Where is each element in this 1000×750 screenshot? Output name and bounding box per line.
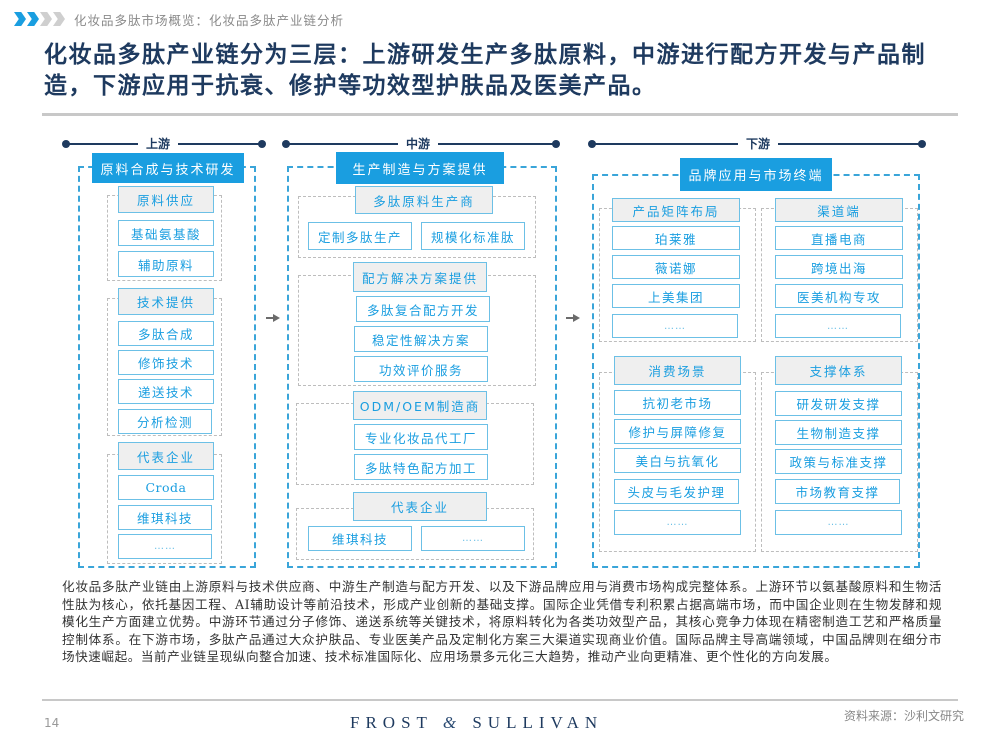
upstream-item-more: …… bbox=[118, 534, 212, 559]
midstream-group-title: 多肽原料生产商 bbox=[355, 186, 493, 214]
summary-paragraph: 化妆品多肽产业链由上游原料与技术供应商、中游生产制造与配方开发、以及下游品牌应用… bbox=[62, 579, 942, 664]
downstream-item: 头皮与毛发护理 bbox=[614, 479, 739, 504]
flow-arrow-icon bbox=[566, 314, 580, 322]
midstream-item: 稳定性解决方案 bbox=[354, 326, 488, 352]
midstream-item: 维琪科技 bbox=[308, 526, 412, 551]
downstream-group-title: 产品矩阵布局 bbox=[612, 198, 740, 222]
upstream-header: 原料合成与技术研发 bbox=[92, 153, 244, 183]
downstream-item: 直播电商 bbox=[775, 226, 903, 250]
downstream-item: 上美集团 bbox=[612, 284, 740, 308]
downstream-item: 研发研发支撑 bbox=[775, 391, 902, 416]
midstream-item: 多肽特色配方加工 bbox=[354, 454, 488, 480]
upstream-item: 基础氨基酸 bbox=[118, 220, 214, 246]
upstream-item: 修饰技术 bbox=[118, 350, 214, 375]
upstream-item: 辅助原料 bbox=[118, 251, 214, 277]
flow-arrow-icon bbox=[266, 314, 280, 322]
page-headline: 化妆品多肽产业链分为三层：上游研发生产多肽原料，中游进行配方开发与产品制造，下游… bbox=[44, 42, 926, 99]
midstream-item: 规模化标准肽 bbox=[421, 222, 525, 250]
downstream-group-title: 渠道端 bbox=[775, 198, 903, 222]
downstream-group-title: 消费场景 bbox=[614, 356, 741, 385]
midstream-stage-line: 中游 bbox=[282, 135, 560, 152]
downstream-item: 生物制造支撑 bbox=[775, 420, 902, 445]
downstream-group-title: 支撑体系 bbox=[775, 356, 902, 385]
logo-left: FROST bbox=[350, 713, 433, 732]
downstream-item: 政策与标准支撑 bbox=[775, 449, 902, 474]
downstream-item: 美白与抗氧化 bbox=[614, 448, 741, 473]
upstream-item: 维琪科技 bbox=[118, 505, 212, 530]
upstream-item: 多肽合成 bbox=[118, 321, 214, 346]
upstream-stage-label: 上游 bbox=[138, 135, 179, 152]
midstream-item: 定制多肽生产 bbox=[308, 222, 412, 250]
downstream-item: 珀莱雅 bbox=[612, 226, 740, 250]
upstream-item: 递送技术 bbox=[118, 379, 214, 404]
downstream-item-more: …… bbox=[614, 510, 741, 535]
midstream-header: 生产制造与方案提供 bbox=[336, 152, 504, 184]
downstream-item-more: …… bbox=[775, 314, 901, 338]
downstream-header: 品牌应用与市场终端 bbox=[680, 158, 832, 191]
downstream-item-more: …… bbox=[775, 510, 902, 535]
downstream-stage-label: 下游 bbox=[738, 135, 779, 152]
logo-ampersand: & bbox=[442, 713, 463, 732]
logo-right: SULLIVAN bbox=[472, 713, 604, 732]
midstream-group-title: 配方解决方案提供 bbox=[353, 262, 487, 292]
upstream-item: Croda bbox=[118, 475, 214, 500]
downstream-item: 跨境出海 bbox=[775, 255, 903, 279]
midstream-group-title: 代表企业 bbox=[353, 492, 487, 521]
upstream-group-title: 原料供应 bbox=[118, 186, 214, 213]
downstream-item: 修护与屏障修复 bbox=[614, 419, 741, 444]
midstream-item: 专业化妆品代工厂 bbox=[354, 424, 488, 450]
downstream-item: 抗初老市场 bbox=[614, 390, 741, 415]
header-divider bbox=[42, 113, 958, 116]
frost-sullivan-logo: FROST & SULLIVAN bbox=[350, 713, 603, 733]
downstream-item-more: …… bbox=[612, 314, 738, 338]
source-note: 资料来源：沙利文研究 bbox=[843, 709, 964, 723]
upstream-group-title: 代表企业 bbox=[118, 442, 214, 470]
upstream-group-title: 技术提供 bbox=[118, 288, 214, 315]
upstream-stage-line: 上游 bbox=[62, 135, 266, 152]
footer-divider bbox=[42, 699, 958, 701]
midstream-item-more: …… bbox=[421, 526, 525, 551]
midstream-group-title: ODM/OEM制造商 bbox=[353, 391, 487, 420]
page-number: 14 bbox=[44, 716, 60, 730]
midstream-stage-label: 中游 bbox=[398, 135, 439, 152]
downstream-item: 市场教育支撑 bbox=[775, 479, 900, 504]
upstream-item: 分析检测 bbox=[118, 409, 212, 434]
breadcrumb-text: 化妆品多肽市场概览：化妆品多肽产业链分析 bbox=[74, 12, 345, 28]
midstream-item: 功效评价服务 bbox=[354, 356, 488, 382]
breadcrumb-bar: 化妆品多肽市场概览：化妆品多肽产业链分析 bbox=[14, 8, 344, 30]
downstream-item: 薇诺娜 bbox=[612, 255, 740, 279]
downstream-item: 医美机构专攻 bbox=[775, 284, 903, 308]
midstream-item: 多肽复合配方开发 bbox=[356, 296, 490, 322]
downstream-stage-line: 下游 bbox=[588, 135, 926, 152]
chevron-arrows-icon bbox=[14, 12, 66, 26]
